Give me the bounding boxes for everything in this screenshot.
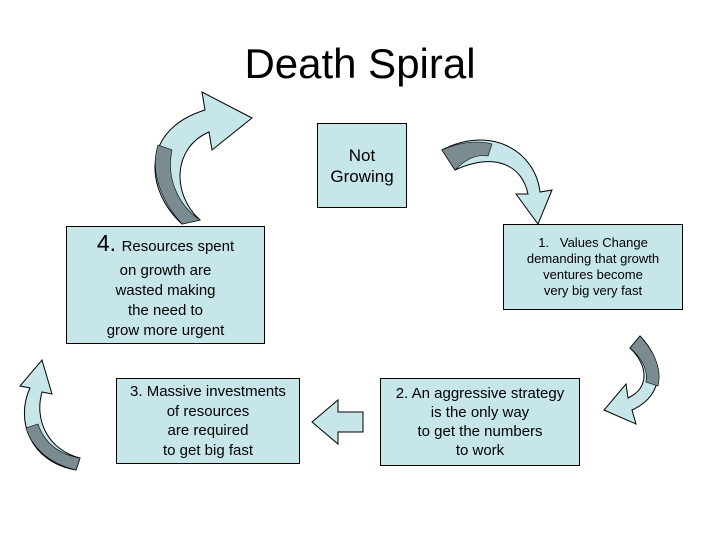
node-text-line: Not <box>348 145 376 165</box>
node-text-line: ventures become <box>543 267 643 282</box>
node-values-change: 1. Values Change demanding that growth v… <box>503 224 683 310</box>
node-aggressive-strategy: 2. An aggressive strategy is the only wa… <box>380 378 580 466</box>
node-resources-spent: 4. Resources spent on growth are wasted … <box>66 226 265 344</box>
node-text-line: the need to <box>127 302 204 319</box>
node-text-line: on growth are <box>119 262 212 279</box>
curved-arrow-left <box>19 358 81 471</box>
node-not-growing: Not Growing <box>317 123 407 208</box>
node-text-line: 2. An aggressive strategy <box>395 385 565 402</box>
node-massive-investments: 3. Massive investments of resources are … <box>116 378 300 464</box>
node-text-line: is the only way <box>430 404 530 421</box>
node-text-line: wasted making <box>115 282 216 299</box>
node-text-line: demanding that growth <box>526 251 660 266</box>
node-text-first: Resources spent <box>121 238 235 255</box>
node-text-line: are required <box>167 422 249 439</box>
node-number: 4. <box>96 230 117 256</box>
curved-arrow-top-right <box>441 139 553 226</box>
node-text-line: to get the numbers <box>417 423 543 440</box>
node-text-line: to work <box>455 442 505 459</box>
node-text-line: 3. Massive investments <box>130 383 286 400</box>
node-text-line: to get big fast <box>162 441 254 459</box>
curved-arrow-top-left <box>154 91 253 225</box>
node-text-line: 1. Values Change <box>538 235 648 250</box>
node-text-line: grow more urgent <box>106 322 225 339</box>
node-text-line: Growing <box>330 166 394 186</box>
curved-arrow-right <box>603 335 660 425</box>
node-text-line: of resources <box>166 402 250 420</box>
node-text-line: very big very fast <box>543 283 643 298</box>
straight-arrow-left <box>311 398 364 446</box>
node-text-line: 4. Resources spent <box>96 230 235 257</box>
diagram-title: Death Spiral <box>244 40 476 87</box>
